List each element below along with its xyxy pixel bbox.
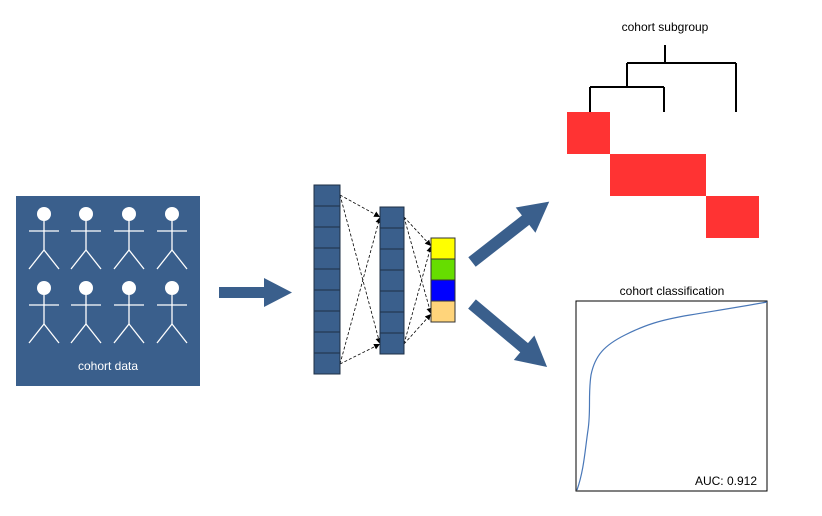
network-connection [339,194,381,218]
person-icon [113,207,145,270]
input-arrow [219,278,292,307]
network-connection [403,313,432,345]
network-node [379,332,405,355]
neural-network [313,184,456,375]
network-node [313,205,341,228]
person-icon [70,207,102,270]
network-node [313,247,341,270]
network-node [379,269,405,292]
output-node [430,258,456,281]
subgroup-block-1 [567,112,610,154]
network-layer-1 [313,184,341,375]
auc-label: AUC: 0.912 [695,474,757,488]
classification-title: cohort classification [620,284,725,298]
cohort-subgroup-panel: cohort subgroup [567,20,759,238]
network-connection [403,216,433,315]
output-node [430,300,456,323]
network-node [379,227,405,250]
roc-curve [576,301,768,491]
network-node [379,311,405,334]
dendrogram [589,45,737,112]
network-node [379,206,405,229]
person-icon [28,207,60,270]
person-icon [156,281,188,344]
roc-plot-frame [575,300,768,492]
person-icon [28,281,60,344]
cohort-data-label: cohort data [78,359,138,373]
network-connection [403,245,433,345]
network-layer-2 [379,206,405,355]
output-node [430,279,456,302]
network-node [313,268,341,291]
subgroup-title: cohort subgroup [622,20,709,34]
network-node [313,310,341,333]
network-connections [339,194,433,365]
arrow-to-classification [468,299,548,367]
network-node [313,226,341,249]
person-icon [113,281,145,344]
network-connection [403,216,432,247]
network-output-layer [430,237,456,323]
network-connection [339,343,381,365]
person-icon [156,207,188,270]
cohort-classification-panel: cohort classification AUC: 0.912 [575,284,768,492]
subgroup-block-2 [610,154,706,196]
network-node [313,331,341,354]
arrow-to-subgroup [468,201,550,267]
subgroup-block-3 [706,196,759,238]
person-icon [70,281,102,344]
output-node [430,237,456,260]
network-node [313,352,341,375]
network-node [313,184,341,207]
network-connection [339,216,382,365]
network-node [313,289,341,312]
network-connection [339,194,382,345]
person-icons [28,207,188,344]
network-node [379,248,405,271]
network-node [379,290,405,313]
cohort-data-panel: cohort data [16,196,200,386]
